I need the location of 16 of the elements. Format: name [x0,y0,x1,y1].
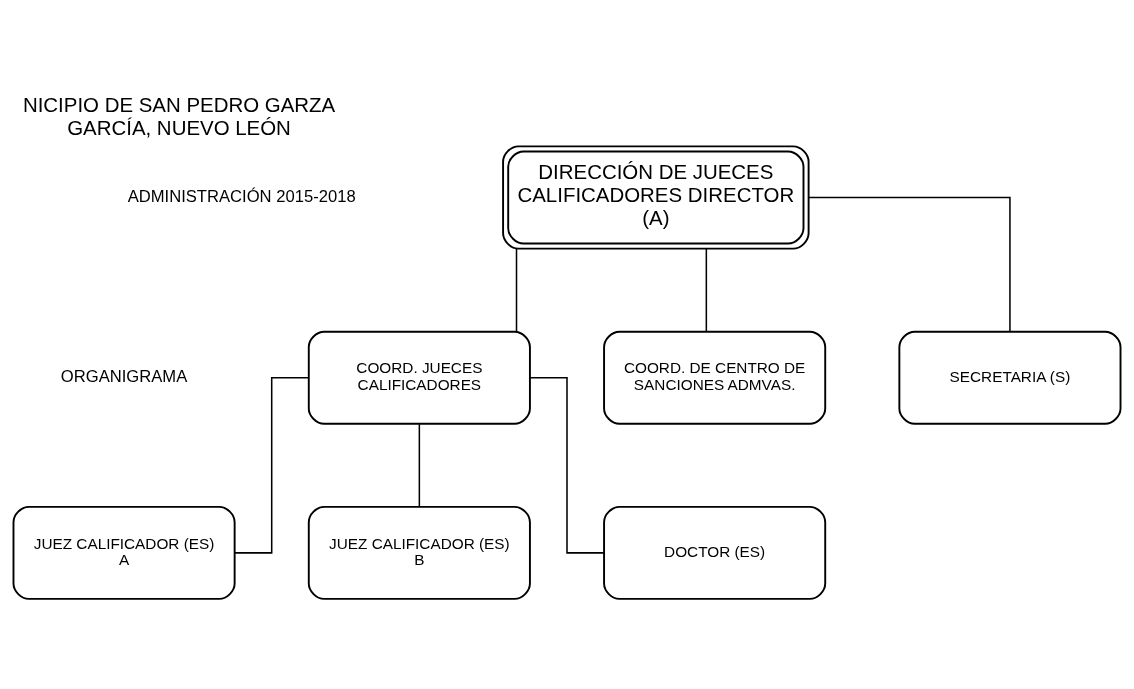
node-box: COORD. JUECES CALIFICADORES [307,330,531,425]
diagram-title: NICIPIO DE SAN PEDRO GARZA GARCÍA, NUEVO LEÓN [22,92,336,139]
node-box: COORD. DE CENTRO DE SANCIONES ADMVAS. [603,330,827,425]
label: ADMINISTRACIÓN 2015-2018 [127,186,356,206]
label: ORGANIGRAMA [60,367,188,387]
node-box: JUEZ CALIFICADOR (ES) A [12,505,236,600]
node-box: SECRETARIA (S) [898,330,1122,425]
connector [418,423,421,508]
connector [234,376,310,554]
node-box: JUEZ CALIFICADOR (ES) B [307,505,531,600]
connector [808,196,1011,333]
node-box: DOCTOR (ES) [603,505,827,600]
connector [705,247,708,333]
node-box: DIRECCIÓN DE JUECES CALIFICADORES DIRECTOR (A) [502,145,810,250]
connector [529,376,605,554]
connector [515,247,518,333]
